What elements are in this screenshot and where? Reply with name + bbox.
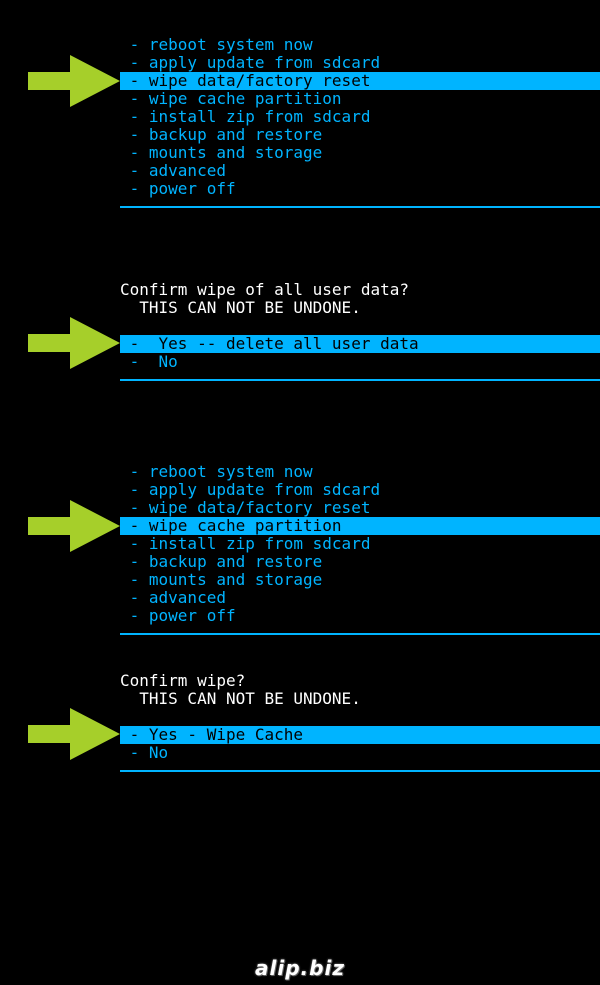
confirm-yes-wipe-cache-option[interactable]: - Yes - Wipe Cache (120, 726, 600, 744)
menu-item-mounts-storage[interactable]: - mounts and storage (120, 570, 323, 589)
menu-item-power-off[interactable]: - power off (120, 606, 236, 625)
menu-divider (120, 379, 600, 381)
confirm-yes-delete-option[interactable]: - Yes -- delete all user data (120, 335, 600, 353)
menu-item-wipe-data[interactable]: - wipe data/factory reset (120, 498, 371, 517)
menu-item-install-zip[interactable]: - install zip from sdcard (120, 534, 371, 553)
confirm-warning: THIS CAN NOT BE UNDONE. (120, 689, 361, 708)
confirm-header: Confirm wipe? (120, 671, 246, 690)
menu-item-reboot-system[interactable]: - reboot system now (120, 462, 313, 481)
green-arrow-icon (28, 708, 120, 760)
menu-item-backup-restore[interactable]: - backup and restore (120, 125, 323, 144)
menu-item-wipe-cache[interactable]: - wipe cache partition (120, 517, 600, 535)
green-arrow-icon (28, 500, 120, 552)
menu-item-install-zip[interactable]: - install zip from sdcard (120, 107, 371, 126)
menu-item-advanced[interactable]: - advanced (120, 161, 226, 180)
confirm-no-option[interactable]: - No (120, 352, 178, 371)
menu-divider (120, 206, 600, 208)
menu-item-apply-update[interactable]: - apply update from sdcard (120, 480, 381, 499)
menu-divider (120, 770, 600, 772)
menu-item-wipe-cache[interactable]: - wipe cache partition (120, 89, 342, 108)
confirm-no-option[interactable]: - No (120, 743, 169, 762)
menu-divider (120, 633, 600, 635)
menu-item-power-off[interactable]: - power off (120, 179, 236, 198)
menu-item-advanced[interactable]: - advanced (120, 588, 226, 607)
menu-item-backup-restore[interactable]: - backup and restore (120, 552, 323, 571)
menu-item-reboot-system[interactable]: - reboot system now (120, 35, 313, 54)
confirm-header: Confirm wipe of all user data? (120, 280, 409, 299)
watermark: alip.biz (255, 956, 345, 980)
menu-item-wipe-data[interactable]: - wipe data/factory reset (120, 72, 600, 90)
confirm-warning: THIS CAN NOT BE UNDONE. (120, 298, 361, 317)
green-arrow-icon (28, 55, 120, 107)
menu-item-apply-update[interactable]: - apply update from sdcard (120, 53, 381, 72)
green-arrow-icon (28, 317, 120, 369)
menu-item-mounts-storage[interactable]: - mounts and storage (120, 143, 323, 162)
